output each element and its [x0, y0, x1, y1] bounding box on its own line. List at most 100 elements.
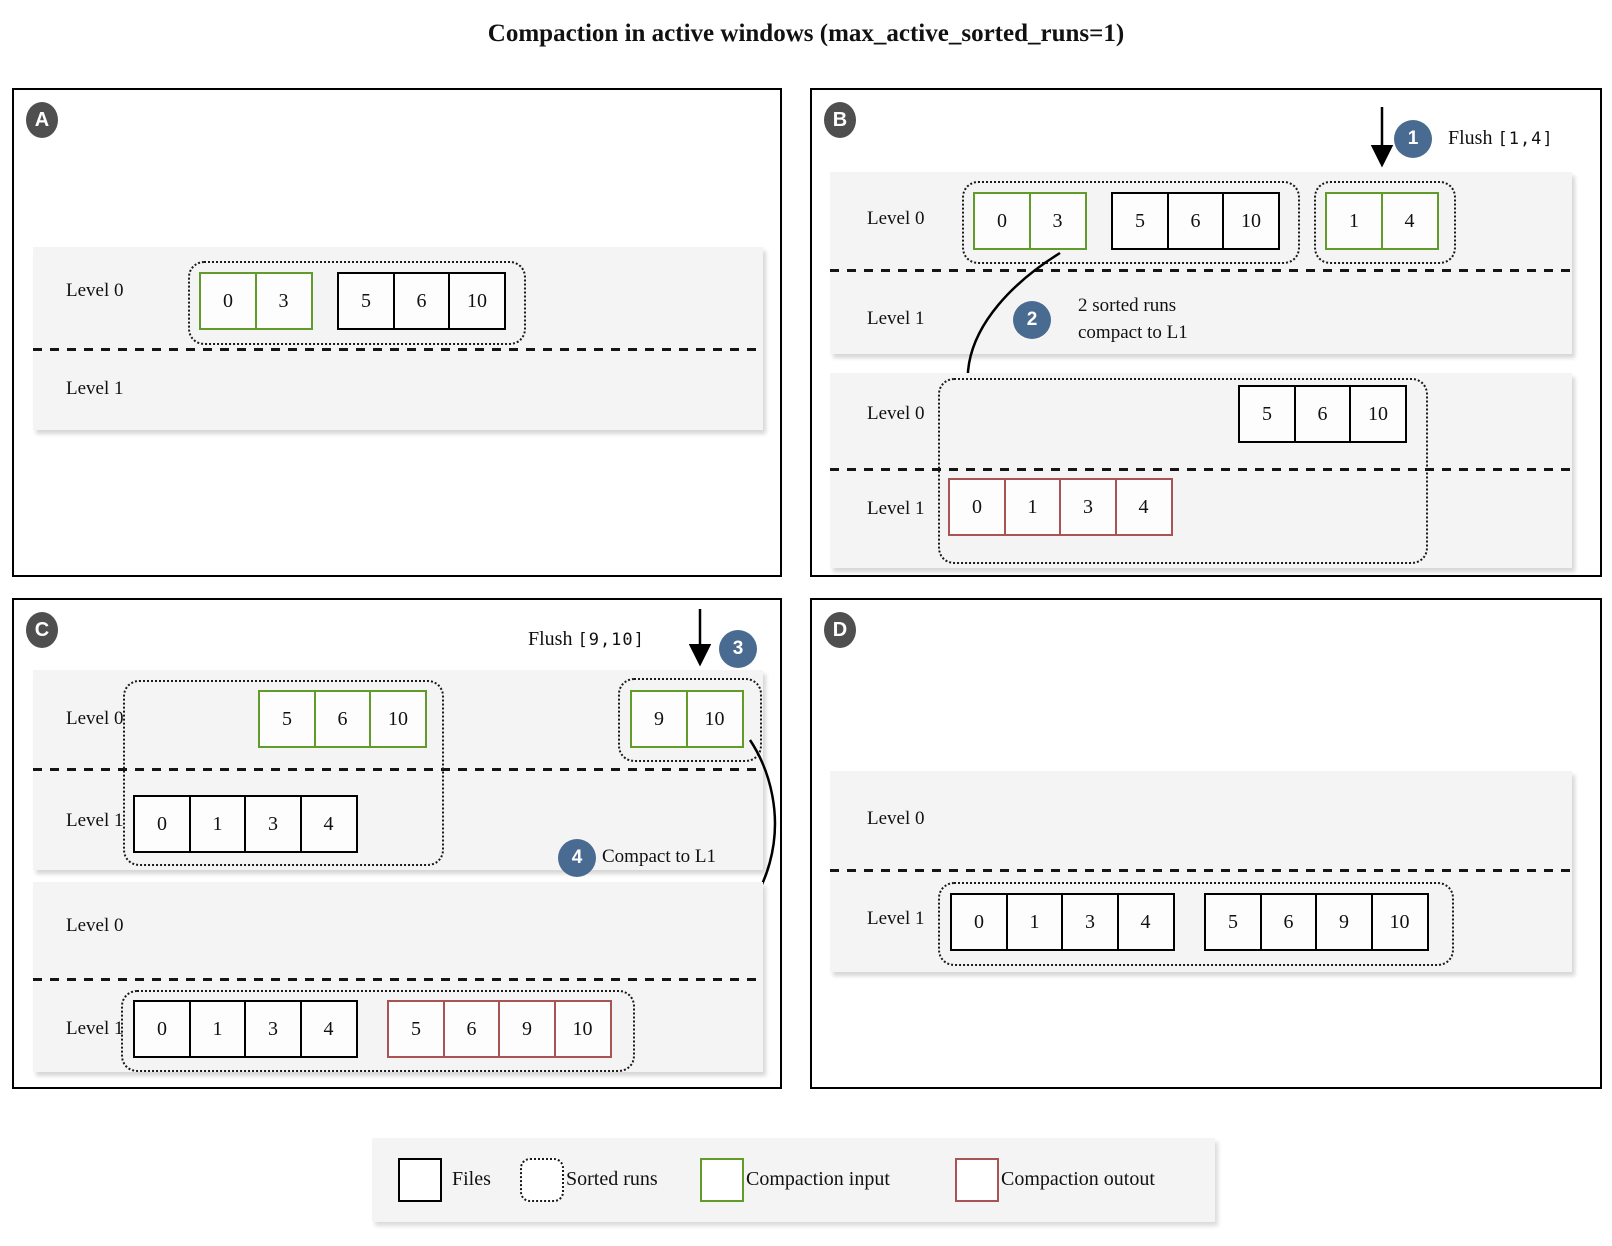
compact-label-4: Compact to L1	[602, 846, 716, 867]
panel-a-level-separator	[33, 348, 763, 351]
file-cell: 0	[133, 1000, 191, 1058]
file-cell: 5	[387, 1000, 445, 1058]
panel-b-top-separator	[830, 269, 1572, 272]
level0-label: Level 0	[66, 915, 124, 936]
panel-c-badge: C	[26, 612, 58, 648]
file-cell: 0	[973, 192, 1031, 250]
file-cell: 6	[442, 1000, 501, 1058]
file-cell: 5	[1204, 893, 1262, 951]
file-cell: 10	[553, 1000, 612, 1058]
sorted-run-enclosure	[962, 181, 1300, 264]
file-cell: 1	[1003, 478, 1062, 536]
file-cell: 3	[1059, 478, 1117, 536]
legend-label-compaction-output: Compaction outout	[1001, 1168, 1155, 1190]
panel-d-level-separator	[830, 869, 1572, 872]
level0-label: Level 0	[867, 403, 925, 424]
flush-arrow-1	[1370, 107, 1394, 168]
file-cell: 5	[1238, 385, 1296, 443]
file-cell: 1	[1325, 192, 1383, 250]
panel-b-bottom-separator	[830, 468, 1572, 471]
file-cell: 1	[188, 795, 247, 853]
file-cell: 10	[448, 272, 506, 330]
legend-swatch-compaction-input	[700, 1158, 744, 1202]
flush-label-1: Flush [1,4]	[1448, 127, 1554, 150]
level1-label: Level 1	[867, 498, 925, 519]
file-cell: 4	[299, 795, 358, 853]
file-cell: 0	[133, 795, 191, 853]
file-cell: 5	[258, 690, 316, 748]
diagram-title: Compaction in active windows (max_active…	[487, 20, 1125, 47]
file-cell: 6	[1259, 893, 1318, 951]
file-cell: 6	[1166, 192, 1225, 250]
level0-label: Level 0	[66, 280, 124, 301]
flush-range-1: [1,4]	[1497, 129, 1554, 149]
file-cell: 5	[1111, 192, 1169, 250]
compact-note-line2: compact to L1	[1078, 322, 1188, 343]
file-cell: 3	[1028, 192, 1087, 250]
step-circle-3: 3	[719, 630, 757, 668]
file-cell: 0	[948, 478, 1006, 536]
file-cell: 10	[369, 690, 427, 748]
file-cell: 9	[630, 690, 688, 748]
file-cell: 10	[685, 690, 744, 748]
sorted-run-enclosure	[188, 261, 526, 345]
panel-c-top-separator	[33, 768, 763, 771]
panel-d-badge: D	[824, 612, 856, 648]
flush-action-1: Flush	[1448, 127, 1493, 149]
step-circle-4: 4	[558, 839, 596, 877]
file-cell: 4	[299, 1000, 358, 1058]
file-cell: 0	[199, 272, 257, 330]
sorted-run-enclosure	[123, 680, 444, 866]
legend-label-compaction-input: Compaction input	[746, 1168, 890, 1190]
flush-label-3: Flush [9,10]	[528, 628, 645, 651]
file-cell: 3	[1061, 893, 1119, 951]
file-cell: 10	[1370, 893, 1429, 951]
legend-label-files: Files	[452, 1168, 491, 1190]
sorted-run-enclosure	[938, 378, 1428, 564]
file-cell: 9	[1315, 893, 1373, 951]
legend-swatch-compaction-output	[955, 1158, 999, 1202]
sorted-run-enclosure	[1314, 181, 1456, 264]
file-cell: 1	[188, 1000, 247, 1058]
file-cell: 3	[244, 795, 302, 853]
file-cell: 9	[498, 1000, 556, 1058]
flush-range-3: [9,10]	[577, 630, 645, 650]
file-cell: 6	[392, 272, 451, 330]
legend	[372, 1138, 1215, 1222]
level1-label: Level 1	[867, 908, 925, 929]
level0-label: Level 0	[867, 808, 925, 829]
panel-b-badge: B	[824, 102, 856, 138]
level0-label: Level 0	[867, 208, 925, 229]
file-cell: 4	[1380, 192, 1439, 250]
file-cell: 4	[1116, 893, 1175, 951]
file-cell: 4	[1114, 478, 1173, 536]
panel-a-badge: A	[26, 102, 58, 138]
level1-label: Level 1	[66, 1018, 124, 1039]
file-cell: 1	[1005, 893, 1064, 951]
file-cell: 3	[254, 272, 313, 330]
sorted-run-enclosure	[618, 678, 762, 762]
file-cell: 10	[1349, 385, 1407, 443]
legend-swatch-files	[398, 1158, 442, 1202]
flush-action-3: Flush	[528, 628, 573, 650]
step-circle-2: 2	[1013, 301, 1051, 339]
compact-note-line1: 2 sorted runs	[1078, 295, 1177, 316]
file-cell: 6	[1293, 385, 1352, 443]
file-cell: 6	[313, 690, 372, 748]
sorted-run-enclosure	[121, 990, 635, 1072]
file-cell: 5	[337, 272, 395, 330]
level1-label: Level 1	[66, 378, 124, 399]
